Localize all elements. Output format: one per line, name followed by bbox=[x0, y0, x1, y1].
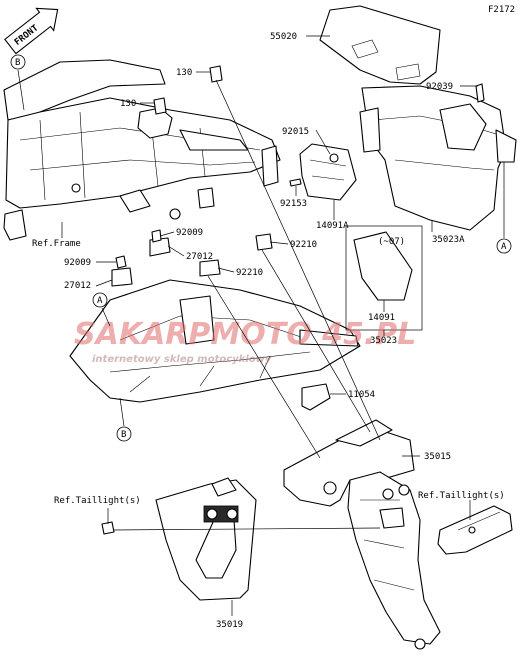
taillight-right-illustration bbox=[437, 505, 513, 555]
cover-14091 bbox=[353, 231, 413, 301]
marker-b-bottom: B bbox=[116, 426, 132, 442]
label-92153: 92153 bbox=[280, 199, 307, 209]
bolt-92153-icon bbox=[289, 178, 302, 187]
nut-92015-icon bbox=[329, 153, 339, 163]
label-92009-a: 92009 bbox=[176, 228, 203, 238]
label-92210-a: 92210 bbox=[290, 240, 317, 250]
label-35019: 35019 bbox=[216, 620, 243, 630]
nut-92210b-icon bbox=[199, 259, 221, 277]
label-35023: 35023 bbox=[370, 336, 397, 346]
label-ref-taillight-right: Ref.Taillight(s) bbox=[418, 491, 505, 501]
frame-illustration bbox=[3, 59, 281, 241]
figure-code: F2172 bbox=[488, 5, 515, 15]
label-ref-taillight-left: Ref.Taillight(s) bbox=[54, 496, 141, 506]
marker-a-left: A bbox=[92, 292, 108, 308]
clip-27012a-icon bbox=[149, 237, 171, 257]
label-27012-b: 27012 bbox=[64, 281, 91, 291]
label-version-note: (~07) bbox=[378, 237, 405, 247]
svg-text:B: B bbox=[121, 430, 126, 440]
marker-b-top: B bbox=[10, 54, 26, 70]
bolt-taillight-icon bbox=[101, 521, 115, 535]
bracket-11054 bbox=[301, 383, 331, 411]
screw-92009a-icon bbox=[151, 229, 162, 243]
label-92015: 92015 bbox=[282, 127, 309, 137]
label-92039: 92039 bbox=[426, 82, 453, 92]
label-130-b: 130 bbox=[120, 99, 136, 109]
clip-27012b-icon bbox=[111, 267, 133, 287]
label-92009-b: 92009 bbox=[64, 258, 91, 268]
marker-a-right: A bbox=[496, 238, 512, 254]
license-bracket-illustration bbox=[283, 419, 441, 650]
label-35015: 35015 bbox=[424, 452, 451, 462]
bolt-130a-icon bbox=[209, 65, 223, 83]
screw-92009b-icon bbox=[115, 255, 127, 269]
label-130-a: 130 bbox=[176, 68, 192, 78]
inner-fender-illustration bbox=[69, 279, 361, 403]
svg-text:A: A bbox=[97, 296, 103, 306]
seat-tray-illustration bbox=[319, 5, 517, 231]
license-light-cover bbox=[155, 477, 257, 601]
label-14091A: 14091A bbox=[316, 221, 349, 231]
label-27012-a: 27012 bbox=[186, 252, 213, 262]
cover-14091A bbox=[299, 143, 357, 201]
svg-text:B: B bbox=[15, 58, 20, 68]
label-35023A: 35023A bbox=[432, 235, 465, 245]
label-92210-b: 92210 bbox=[236, 268, 263, 278]
watermark: SAKARPMOTO 45.PL internetowy sklep motoc… bbox=[74, 317, 416, 365]
label-11054: 11054 bbox=[348, 390, 375, 400]
bolt-130b-icon bbox=[153, 97, 167, 115]
label-14091: 14091 bbox=[368, 313, 395, 323]
watermark-brand: SAKARPMOTO 45.PL bbox=[74, 317, 416, 352]
nut-92210a-icon bbox=[255, 233, 273, 251]
svg-text:A: A bbox=[501, 242, 507, 252]
front-arrow-icon: FRONT bbox=[4, 7, 59, 55]
label-ref-frame: Ref.Frame bbox=[32, 239, 81, 249]
leader-lines bbox=[17, 35, 505, 616]
label-55020: 55020 bbox=[270, 32, 297, 42]
watermark-tagline: internetowy sklep motocyklowy bbox=[92, 354, 272, 365]
